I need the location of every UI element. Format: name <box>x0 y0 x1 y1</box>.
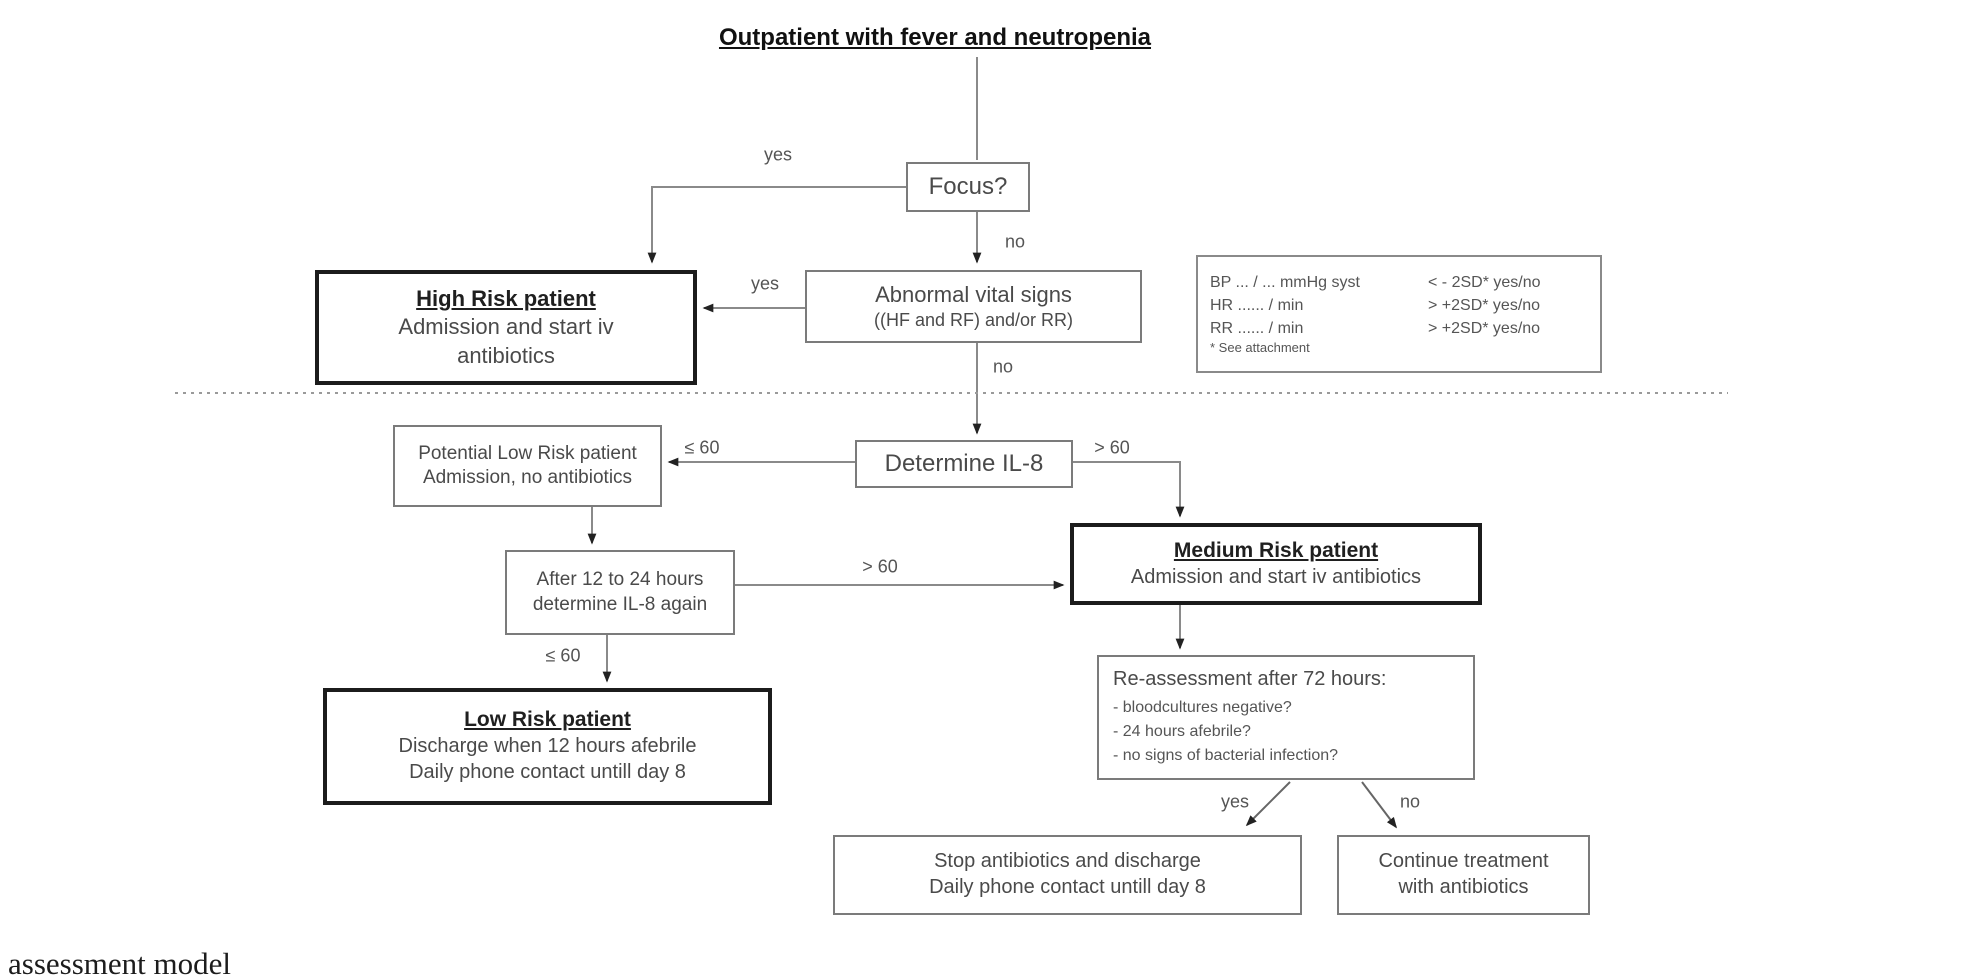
vitals-row-left: BP ... / ... mmHg syst <box>1210 273 1360 291</box>
figure-caption: assessment model <box>8 946 231 975</box>
node-medium-risk-line: Admission and start iv antibiotics <box>1130 565 1422 588</box>
edge-label-il8-again-low: ≤ 60 <box>545 645 581 666</box>
node-high-risk-title: High Risk patient <box>416 286 596 312</box>
vitals-row-left: HR ...... / min <box>1210 296 1304 314</box>
node-abnormal-vitals-line: ((HF and RF) and/or RR) <box>873 310 1074 331</box>
node-potential-low-risk-line: Admission, no antibiotics <box>422 467 633 488</box>
node-continue-treatment-line: Continue treatment <box>1378 850 1549 873</box>
vitals-row-right: > +2SD* yes/no <box>1428 320 1541 338</box>
node-potential-low-risk-line: Potential Low Risk patient <box>418 442 637 464</box>
diagram-title: Outpatient with fever and neutropenia <box>718 24 1152 51</box>
node-potential-low-risk: Potential Low Risk patient Admission, no… <box>393 425 662 507</box>
edge-label-vitals-no: no <box>992 356 1014 377</box>
vitals-row-right: < - 2SD* yes/no <box>1428 273 1541 291</box>
node-determine-il8-again: After 12 to 24 hours determine IL-8 agai… <box>505 550 735 635</box>
node-low-risk: Low Risk patient Discharge when 12 hours… <box>323 688 772 805</box>
node-stop-antibiotics-line: Stop antibiotics and discharge <box>934 850 1201 873</box>
edge-label-il8-low: ≤ 60 <box>684 437 720 458</box>
edge-label-reassess-yes: yes <box>1220 791 1250 812</box>
node-high-risk: High Risk patient Admission and start iv… <box>315 270 697 385</box>
edge-label-focus-yes: yes <box>763 144 793 165</box>
edge-label-il8-again-high: > 60 <box>862 556 898 577</box>
node-low-risk-line: Discharge when 12 hours afebrile <box>398 735 697 758</box>
node-abnormal-vitals-line: Abnormal vital signs <box>875 281 1072 307</box>
edge-label-vitals-yes: yes <box>750 273 780 294</box>
vitals-row: BP ... / ... mmHg syst < - 2SD* yes/no <box>1210 271 1588 294</box>
node-focus: Focus? <box>906 162 1030 212</box>
vitals-row: HR ...... / min > +2SD* yes/no <box>1210 294 1588 317</box>
node-determine-il8-again-line: determine IL-8 again <box>532 593 708 615</box>
node-medium-risk: Medium Risk patient Admission and start … <box>1070 523 1482 605</box>
node-continue-treatment-line: with antibiotics <box>1398 876 1529 898</box>
edge-label-reassess-no: no <box>1399 791 1421 812</box>
node-low-risk-line: Daily phone contact untill day 8 <box>409 760 686 783</box>
node-stop-antibiotics: Stop antibiotics and discharge Daily pho… <box>833 835 1302 915</box>
edge-label-il8-high: > 60 <box>1094 437 1130 458</box>
node-reassessment-heading: Re-assessment after 72 hours: <box>1113 667 1387 690</box>
vitals-reference-box: BP ... / ... mmHg syst < - 2SD* yes/no H… <box>1196 255 1602 373</box>
node-reassessment-bullet: - bloodcultures negative? <box>1113 699 1292 717</box>
node-abnormal-vitals: Abnormal vital signs ((HF and RF) and/or… <box>805 270 1142 343</box>
node-high-risk-line: antibiotics <box>457 342 555 368</box>
node-low-risk-title: Low Risk patient <box>464 708 631 732</box>
vitals-footnote: * See attachment <box>1210 340 1310 356</box>
vitals-row: RR ...... / min > +2SD* yes/no <box>1210 317 1588 340</box>
node-medium-risk-title: Medium Risk patient <box>1173 538 1379 562</box>
node-determine-il8: Determine IL-8 <box>855 440 1073 488</box>
node-reassessment: Re-assessment after 72 hours: - bloodcul… <box>1097 655 1475 780</box>
vitals-row-right: > +2SD* yes/no <box>1428 296 1541 314</box>
node-determine-il8-label: Determine IL-8 <box>884 449 1044 477</box>
node-stop-antibiotics-line: Daily phone contact untill day 8 <box>929 876 1206 898</box>
node-reassessment-bullet: - 24 hours afebrile? <box>1113 723 1251 741</box>
edge-label-focus-no: no <box>1004 231 1026 252</box>
node-focus-label: Focus? <box>928 172 1008 200</box>
vitals-row-left: RR ...... / min <box>1210 320 1304 338</box>
node-continue-treatment: Continue treatment with antibiotics <box>1337 835 1590 915</box>
node-reassessment-bullet: - no signs of bacterial infection? <box>1113 747 1339 765</box>
node-determine-il8-again-line: After 12 to 24 hours <box>536 569 704 591</box>
node-high-risk-line: Admission and start iv <box>398 314 614 340</box>
